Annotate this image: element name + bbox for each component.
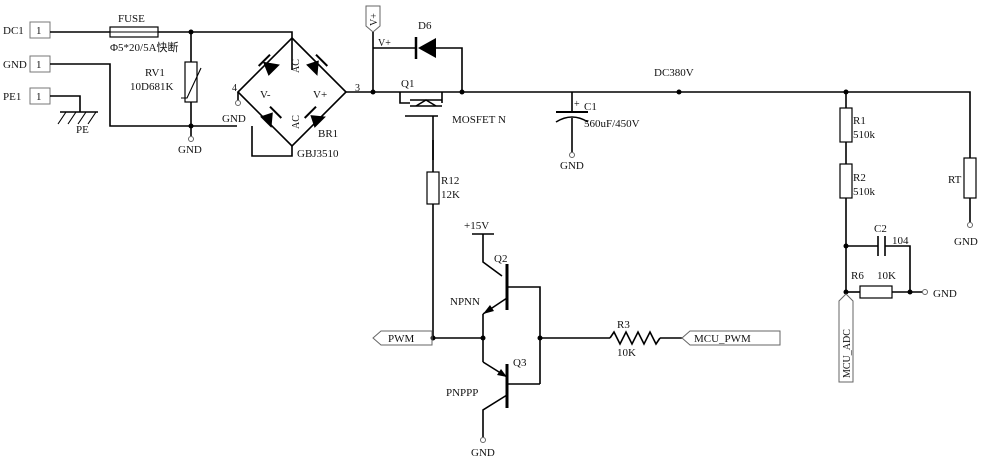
bridge-pin4: 4 [232, 83, 237, 94]
capacitor-c1: + C1 560uF/450V GND [555, 92, 640, 172]
resistor-r3: R3 10K [540, 319, 682, 359]
transistor-q3: Q3 PNPPP GND [446, 357, 540, 459]
bridge-vneg: V- [260, 89, 271, 101]
connector-gnd: GND 1 [3, 55, 51, 73]
bridge-name: BR1 [318, 128, 338, 140]
varistor-rv1: RV1 10D681K GND [130, 32, 202, 156]
supply-15v: +15V [464, 220, 503, 277]
resistor-rt: RT GND [948, 157, 978, 248]
gnd-label-r6: GND [933, 288, 957, 300]
gnd-label-q3: GND [471, 447, 495, 459]
varistor-name: RV1 [145, 67, 165, 79]
fuse: FUSE Φ5*20/5A快断 [109, 13, 179, 54]
vplus-port-label: V+ [369, 13, 380, 26]
mcu-pwm-port: MCU_PWM [681, 330, 781, 346]
q3-name: Q3 [513, 357, 527, 369]
r1-name: R1 [853, 115, 866, 127]
resistor-r12: R12 12K [426, 140, 460, 338]
connector-dc1-label: DC1 [3, 25, 24, 37]
cap1-value: 560uF/450V [584, 118, 640, 130]
cap1-name: C1 [584, 101, 597, 113]
r2-value: 510k [853, 186, 876, 198]
bridge-rectifier-br1: AC AC V- V+ BR1 GBJ3510 4 3 [232, 36, 360, 160]
mcu-adc-label: MCU_ADC [842, 329, 853, 378]
q2-name: Q2 [494, 253, 507, 265]
diode-name: D6 [418, 20, 432, 32]
earth-ground-symbol: PE [50, 95, 98, 136]
bridge-ac2: AC [291, 115, 302, 129]
connector-pe1: PE1 1 [3, 87, 51, 105]
connector-pe1-label: PE1 [3, 91, 21, 103]
r12-value: 12K [441, 189, 460, 201]
mosfet-q1: Q1 MOSFET N [399, 78, 506, 160]
resistor-r6: R6 10K GND [846, 270, 957, 300]
pe-label: PE [76, 124, 89, 136]
r2-name: R2 [853, 172, 866, 184]
gnd-label-cap1: GND [560, 160, 584, 172]
vplus-port: V+ V+ [365, 5, 391, 92]
bridge-ac1: AC [291, 59, 302, 73]
fuse-value: Φ5*20/5A快断 [110, 40, 179, 54]
r1-value: 510k [853, 129, 876, 141]
connector-dc1: DC1 1 [3, 21, 51, 39]
c2-value: 104 [892, 235, 909, 247]
diode-d6: D6 [373, 20, 463, 92]
rt-name: RT [948, 174, 962, 186]
gnd-label-rt: GND [954, 236, 978, 248]
gnd-label-bridge: GND [222, 113, 246, 125]
r12-name: R12 [441, 175, 459, 187]
resistor-r1: R1 510k [839, 92, 876, 164]
r3-value: 10K [617, 347, 636, 359]
mcu-pwm-label: MCU_PWM [694, 333, 751, 345]
connector-dc1-pin: 1 [36, 25, 42, 37]
vplus-wire-label: V+ [378, 38, 391, 49]
r3-name: R3 [617, 319, 630, 331]
transistor-q2: Q2 NPNN [450, 253, 541, 384]
r6-name: R6 [851, 270, 864, 282]
connector-gnd-pin: 1 [36, 59, 42, 71]
cap1-plus: + [574, 99, 580, 110]
gnd-label-rv1: GND [178, 144, 202, 156]
capacitor-c2: C2 104 [846, 223, 911, 292]
pwm-port: PWM [372, 330, 433, 346]
resistor-r2: R2 510k [839, 163, 876, 290]
supply-label: +15V [464, 220, 489, 232]
bridge-pin3: 3 [355, 83, 360, 94]
q2-type: NPNN [450, 296, 480, 308]
pwm-label: PWM [388, 333, 415, 345]
r6-value: 10K [877, 270, 896, 282]
mcu-adc-port: MCU_ADC [838, 293, 854, 383]
bridge-part: GBJ3510 [297, 148, 339, 160]
mosfet-name: Q1 [401, 78, 414, 90]
fuse-label: FUSE [118, 13, 145, 25]
connector-pe1-pin: 1 [36, 91, 42, 103]
mosfet-type: MOSFET N [452, 114, 506, 126]
varistor-value: 10D681K [130, 81, 173, 93]
connector-gnd-label: GND [3, 59, 27, 71]
bus-net-label: DC380V [654, 67, 694, 79]
q3-type: PNPPP [446, 387, 478, 399]
bridge-vpos: V+ [313, 89, 327, 101]
c2-name: C2 [874, 223, 887, 235]
